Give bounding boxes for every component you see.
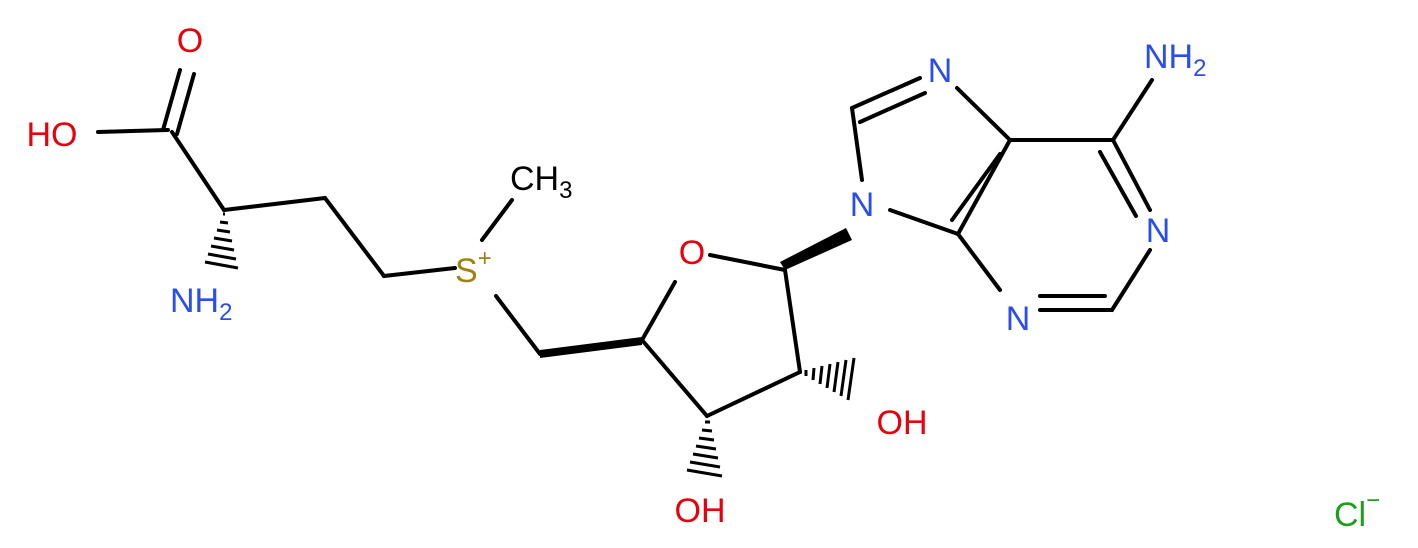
atom-sulfonium-charge: + <box>478 245 492 272</box>
bond-n3-c4 <box>956 232 1002 292</box>
bond-n9-c8 <box>850 106 864 182</box>
atom-carbonyl-oxygen: O <box>177 22 203 60</box>
bond-carboxyl-alpha <box>170 130 226 212</box>
bonds <box>96 68 1154 418</box>
atom-methyl-subscript: 3 <box>559 177 572 204</box>
atom-chloride: Cl− <box>1334 487 1380 534</box>
bond-c1-c2 <box>783 268 802 374</box>
bond-c8-n7-2 <box>858 91 927 124</box>
bond-c-oh <box>96 128 170 134</box>
atom-n3: N <box>1006 300 1031 338</box>
bond-c5-c4-2 <box>950 152 1002 222</box>
bond-alpha-beta <box>222 196 327 212</box>
bond-carbonyl-2 <box>175 72 196 136</box>
atom-n7: N <box>928 52 953 90</box>
atom-amine-symbol: NH <box>170 282 219 320</box>
bond-c3-c4 <box>640 338 709 418</box>
atom-amine-subscript: 2 <box>219 299 232 326</box>
bond-c4-o4 <box>640 280 677 342</box>
bond-c6-nh2 <box>1111 78 1154 142</box>
bond-c5-c4-1 <box>956 138 1012 236</box>
atom-purine-amine: NH2 <box>1144 38 1206 82</box>
atom-purine-amine-subscript: 2 <box>1193 55 1206 82</box>
atom-amine: NH2 <box>170 282 232 326</box>
hashed-wedge-alpha-nh2 <box>204 212 239 270</box>
bond-gamma-s <box>382 266 457 278</box>
atom-sulfonium: S+ <box>455 245 492 290</box>
bond-n1-c2 <box>1110 248 1152 312</box>
bond-o4-c1 <box>708 253 787 272</box>
atom-ribose-oh-bottom: OH <box>675 492 726 530</box>
atom-methyl: CH3 <box>510 160 572 204</box>
atom-sulfonium-symbol: S <box>455 252 478 290</box>
atom-ring-oxygen: O <box>679 234 705 272</box>
bond-c4-n9 <box>888 208 960 236</box>
atom-chloride-charge: − <box>1366 487 1380 514</box>
hashed-wedge-c3-oh <box>686 420 723 478</box>
atom-labels: O HO NH2 S+ CH3 O OH OH N N N N NH2 Cl− <box>27 22 1381 534</box>
bond-carbonyl-1 <box>161 68 182 132</box>
atom-chloride-symbol: Cl <box>1334 496 1366 534</box>
atom-hydroxyl: HO <box>27 116 78 154</box>
wedge-c1-n9 <box>780 228 852 270</box>
bond-c8-n7-1 <box>850 76 922 110</box>
wedge-c4-c5 <box>540 337 642 358</box>
atom-n9: N <box>850 186 875 224</box>
atom-ribose-oh-right: OH <box>877 404 928 442</box>
atom-purine-amine-symbol: NH <box>1144 38 1193 76</box>
stereo-bonds <box>204 212 856 478</box>
bond-beta-gamma <box>323 196 386 278</box>
atom-methyl-symbol: CH <box>510 160 559 198</box>
bond-s-c5 <box>494 294 542 356</box>
hashed-wedge-c2-oh <box>804 357 856 401</box>
bond-n7-c5 <box>955 86 1012 142</box>
atom-n1: N <box>1146 212 1171 250</box>
bond-c2-c3 <box>705 370 802 418</box>
bond-s-methyl <box>480 198 514 242</box>
bond-c6-n1-2 <box>1098 150 1138 218</box>
bond-c6-n1-1 <box>1111 138 1152 212</box>
